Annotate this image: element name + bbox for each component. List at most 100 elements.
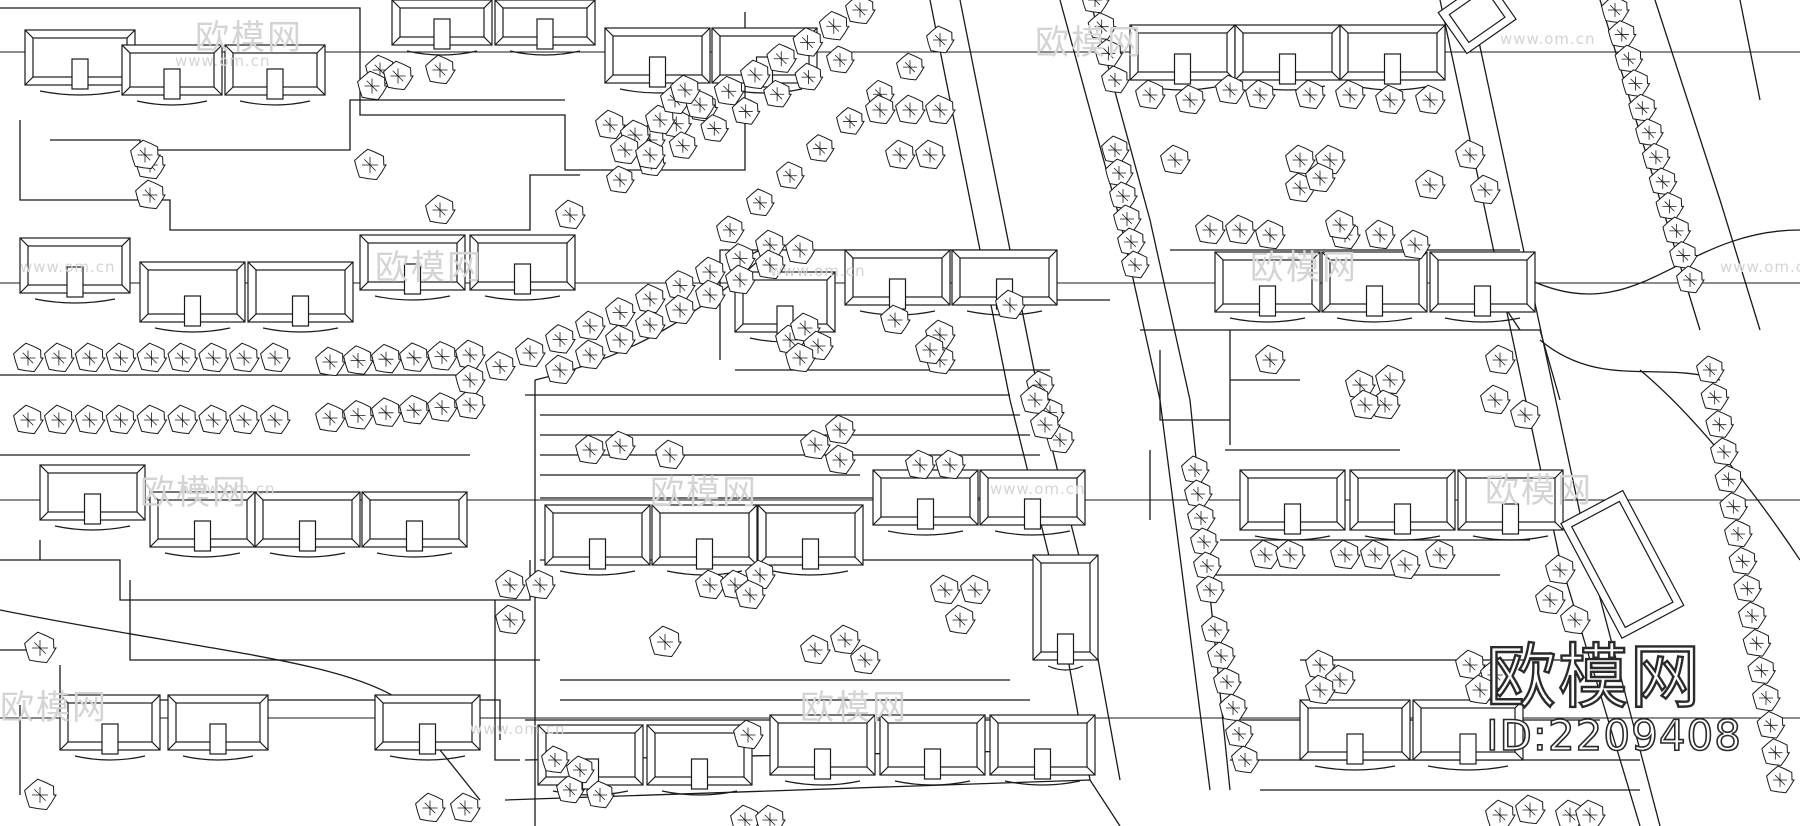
building-icon [19,237,131,304]
building-icon [1032,554,1099,671]
tree-icon [806,134,835,162]
tree-icon [1676,265,1705,294]
tree-icon [1455,139,1486,170]
tree-icon [818,10,850,41]
tree-icon [1485,344,1516,375]
tree-icon [766,43,798,73]
tree-icon [800,429,831,460]
tree-icon [735,579,766,610]
tree-icon [136,404,168,435]
tree-icon [1195,214,1226,245]
tree-icon [1465,674,1496,705]
tree-icon [930,574,961,605]
tree-icon [716,215,745,244]
tree-icon [525,569,556,600]
tree-icon [665,294,696,325]
building-icon [769,714,876,786]
watermark-text: 欧模网 [1035,23,1143,63]
tree-icon [1360,539,1391,570]
tree-icon [1470,174,1501,205]
tree-icon [755,249,786,280]
tree-icon [1733,574,1763,602]
tree-icon [399,342,430,372]
tree-icon [383,60,414,91]
building-icon [1429,251,1536,323]
tree-icon [1330,539,1361,570]
building-icon [872,469,979,536]
tree-icon [725,264,756,295]
watermark-text: 欧模网 [650,473,758,513]
tree-icon [915,334,946,365]
tree-icon [575,434,606,465]
tree-icon [427,341,458,371]
tree-icon [167,342,199,373]
building-icon [139,261,246,333]
tree-icon [733,719,764,750]
tree-icon [695,569,726,600]
tree-icon [371,343,402,374]
tree-icon [785,342,816,373]
tree-icon [746,188,775,217]
tree-icon [1350,389,1381,420]
tree-icon [1375,364,1406,395]
road-line [50,99,565,151]
tree-icon [885,139,916,170]
building-icon [1129,24,1236,91]
road-line [0,609,481,801]
building-icon [391,0,493,56]
tree-icon [1752,683,1781,712]
tree-icon [1761,738,1791,766]
tree-icon [315,402,346,433]
building-icon [59,694,161,761]
building-icon [1339,24,1446,91]
tree-icon [1614,44,1644,73]
tree-icon [1480,384,1511,415]
tree-icon [1175,84,1206,115]
road-line [494,600,520,761]
tree-icon [700,114,730,142]
tree-icon [880,304,911,335]
tree-icon [1415,84,1446,115]
watermark-text: 欧模网 [140,473,248,513]
tree-icon [1738,601,1767,630]
tree-icon [1455,649,1486,680]
tree-icon [1696,355,1725,384]
tree-icon [745,559,776,590]
building-icon [1437,0,1517,55]
tree-icon [845,0,876,25]
watermark-text: 欧模网 [375,248,483,288]
building-icon [167,694,269,761]
road-line [129,580,540,661]
tree-icon [1635,118,1664,147]
tree-icon [43,342,75,373]
tree-icon [1724,519,1753,548]
tree-icon [1295,79,1326,110]
tree-icon [755,229,786,260]
road-line [1469,0,1661,826]
tree-icon [427,392,458,422]
tree-icon [1219,693,1248,722]
tree-icon [566,755,595,784]
tree-icon [1390,549,1421,580]
tree-icon [105,342,137,373]
brand-logo: 欧模网 [1485,636,1703,718]
tree-icon [1628,93,1658,122]
building-icon [39,464,146,531]
tree-icon [1187,503,1216,532]
road-line [19,120,580,231]
watermark-url: www.om.cn [1500,30,1596,48]
road-line [59,665,501,740]
tree-icon [1215,74,1246,105]
tree-icon [825,444,856,475]
road-line [1654,0,1761,331]
tree-icon [1207,641,1236,670]
building-icon [844,249,951,316]
watermark-url: www.om.cn [470,720,566,738]
tree-icon [1655,191,1685,220]
tree-icon [1082,0,1110,14]
building-icon [544,504,651,576]
tree-icon [74,404,106,435]
building-icon [1234,24,1341,91]
tree-icon [905,449,936,480]
